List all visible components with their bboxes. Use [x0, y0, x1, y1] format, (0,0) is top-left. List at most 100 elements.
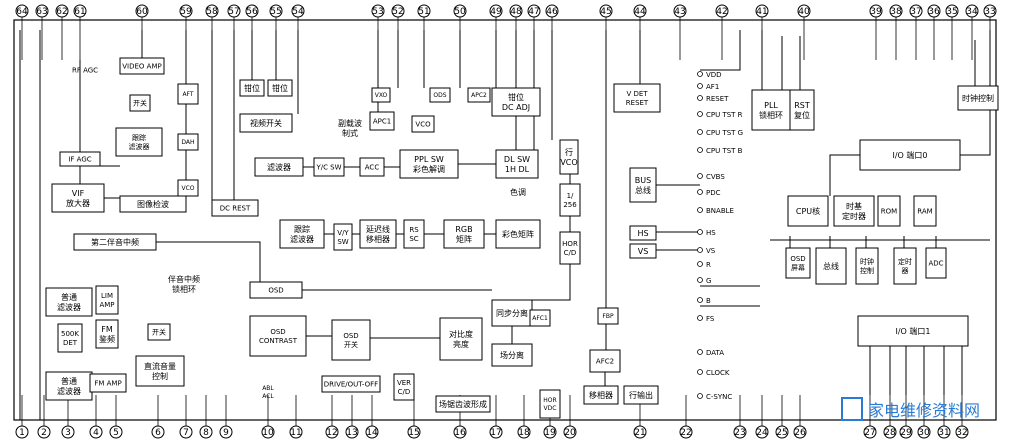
block-label: 对比度	[449, 329, 473, 339]
block-label: RST	[794, 101, 810, 110]
block-label: RS	[409, 226, 419, 234]
block-label: APC1	[373, 117, 391, 125]
block-label: 副载波	[338, 118, 362, 128]
block-label: 锁相环	[759, 110, 783, 120]
block-label: DC REST	[220, 204, 251, 212]
bottom-pin-number: 14	[366, 428, 378, 438]
block-label: 开关	[344, 340, 358, 349]
top-pin-number: 62	[56, 7, 67, 17]
top-pin-circle	[245, 4, 259, 18]
bottom-pin-number: 29	[900, 428, 912, 438]
top-pin-circle	[889, 4, 903, 18]
block-label: 色调	[510, 187, 526, 197]
block-label: 移相器	[589, 390, 613, 400]
block-label: 亮度	[453, 339, 469, 349]
bottom-pin-number: 1	[19, 428, 25, 438]
bottom-pin-number: 28	[884, 428, 896, 438]
signal-terminal	[697, 95, 703, 101]
block-label: 时钟控制	[962, 93, 994, 103]
block-label: 伴音中频	[168, 274, 200, 284]
signal-af1: AF1	[706, 83, 719, 91]
block-label: FM AMP	[94, 379, 121, 387]
block-timer: 定时器	[893, 247, 917, 285]
bottom-pin-circle	[289, 425, 303, 439]
block-label: VIF	[72, 189, 85, 198]
wire	[829, 154, 860, 196]
wire	[789, 236, 937, 248]
signal-cpu-tst-b: CPU TST B	[706, 147, 743, 155]
block-label: 滤波器	[129, 142, 150, 151]
block-io-port1: I/O 端口1	[857, 315, 969, 347]
bottom-pin-number: 19	[544, 428, 556, 438]
bottom-pin-number: 13	[346, 428, 357, 438]
block-label: VCO	[415, 120, 431, 128]
signal-terminal	[697, 83, 703, 89]
block-label: ABL	[262, 385, 274, 392]
top-pin-number: 40	[798, 7, 810, 17]
block-label: 跟踪	[294, 224, 310, 234]
bottom-pin-number: 31	[938, 428, 949, 438]
block-label: 移相器	[366, 234, 390, 244]
top-pin-circle	[371, 4, 385, 18]
bottom-pin-circle	[955, 425, 969, 439]
bottom-pin-number: 6	[155, 428, 161, 438]
block-label: 滤波器	[57, 386, 81, 396]
block-label: I/O 端口0	[893, 150, 928, 160]
top-pin-circle	[227, 4, 241, 18]
bottom-pin-circle	[543, 425, 557, 439]
block-label: VCO	[181, 185, 194, 192]
block-clamp1: 钳位	[239, 79, 265, 97]
top-pin-circle	[755, 4, 769, 18]
block-label: Y/C SW	[315, 163, 341, 171]
block-field-sep: 场分离	[491, 343, 533, 367]
block-label: 视频开关	[250, 118, 282, 128]
block-sync-sep: 同步分离	[491, 299, 533, 327]
bottom-pin-number: 8	[203, 428, 209, 438]
signal-data: DATA	[706, 349, 724, 357]
watermark-logo: 家电维修资料网	[841, 397, 980, 421]
top-pin-number: 42	[716, 7, 727, 17]
top-pin-number: 48	[510, 7, 522, 17]
top-pin-number: 34	[966, 7, 978, 17]
block-label: HOR	[562, 240, 578, 248]
bottom-pin-number: 4	[93, 428, 99, 438]
block-label: VCO	[560, 158, 577, 167]
top-pin-circle	[135, 4, 149, 18]
signal-cpu-tst-r: CPU TST R	[706, 111, 743, 119]
signal-fs: FS	[706, 315, 715, 323]
wire	[700, 30, 741, 71]
block-label: AFT	[182, 91, 193, 98]
top-pin-number: 58	[206, 7, 218, 17]
block-label: PPL SW	[414, 155, 444, 164]
signal-terminal	[697, 129, 703, 135]
block-label: VS	[638, 247, 649, 256]
block-rf-agc: RF AGC	[72, 66, 98, 74]
signal-terminal	[697, 173, 703, 179]
block-vxo: VXO	[371, 87, 391, 103]
block-label: VER	[397, 379, 411, 387]
bottom-pin-number: 5	[113, 428, 119, 438]
block-label: BUS	[635, 176, 651, 185]
signal-clock: CLOCK	[706, 369, 730, 377]
top-pin-number: 51	[418, 7, 429, 17]
bottom-pin-number: 24	[756, 428, 768, 438]
block-label: ACC	[365, 163, 380, 171]
top-pin-circle	[545, 4, 559, 18]
block-div-256: 1/256	[559, 183, 581, 217]
top-pin-circle	[179, 4, 193, 18]
block-label: FBP	[602, 313, 614, 320]
bottom-pin-circle	[199, 425, 213, 439]
bottom-pin-circle	[89, 425, 103, 439]
block-dc-rest: DC REST	[211, 199, 259, 217]
block-drive-out-off: DRIVE/OUT-OFF	[321, 375, 381, 393]
